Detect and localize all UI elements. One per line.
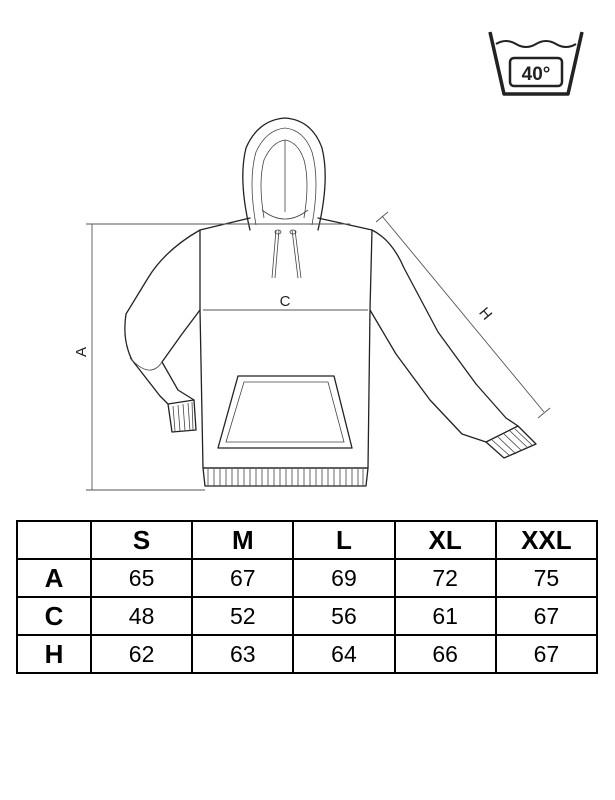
table-cell: 65 (89, 558, 194, 598)
table-cell: 64 (292, 634, 396, 674)
size-header: XXL (494, 520, 599, 560)
table-cell: 62 (89, 634, 194, 674)
row-label: C (16, 596, 92, 636)
size-header: M (191, 520, 295, 560)
wash-temperature: 40° (522, 64, 551, 85)
drawstring-right (291, 229, 299, 279)
table-cell: 72 (393, 558, 497, 598)
table-cell: 67 (191, 558, 295, 598)
size-header: S (89, 520, 194, 560)
table-cell: 67 (494, 596, 599, 636)
hoodie-body (199, 217, 373, 469)
size-header: XL (393, 520, 497, 560)
dimension-h-label: H (475, 304, 495, 323)
table-cell: 48 (89, 596, 194, 636)
corner-cell (16, 520, 92, 560)
cuff-left (167, 399, 197, 433)
hoodie-drawing: A C H (73, 117, 551, 491)
table-cell: 67 (494, 634, 599, 674)
size-header: L (292, 520, 396, 560)
table-cell: 61 (393, 596, 497, 636)
table-cell: 63 (191, 634, 295, 674)
row-label: H (16, 634, 92, 674)
table-cell: 52 (191, 596, 295, 636)
table-cell: 56 (292, 596, 396, 636)
table-cell: 69 (292, 558, 396, 598)
wash-40-icon: 40° (488, 31, 584, 96)
table-row: C 48 52 56 61 67 (16, 596, 599, 636)
dimension-h-line (381, 215, 545, 413)
sleeve-left (124, 229, 201, 405)
dimension-c-label: C (280, 293, 291, 310)
waistband (202, 467, 369, 487)
dimension-a-label: A (73, 347, 90, 357)
sleeve-right (371, 229, 519, 427)
size-header-row: S M L XL XXL (16, 520, 599, 560)
table-row: H 62 63 64 66 67 (16, 634, 599, 674)
size-table: S M L XL XXL A 65 67 69 72 75 C 48 52 56… (16, 520, 599, 674)
hood (242, 117, 326, 231)
cuff-right (485, 425, 537, 459)
row-label: A (16, 558, 92, 598)
kangaroo-pocket (217, 375, 353, 449)
drawstring-left (271, 229, 277, 279)
table-row: A 65 67 69 72 75 (16, 558, 599, 598)
table-cell: 75 (494, 558, 599, 598)
table-cell: 66 (393, 634, 497, 674)
